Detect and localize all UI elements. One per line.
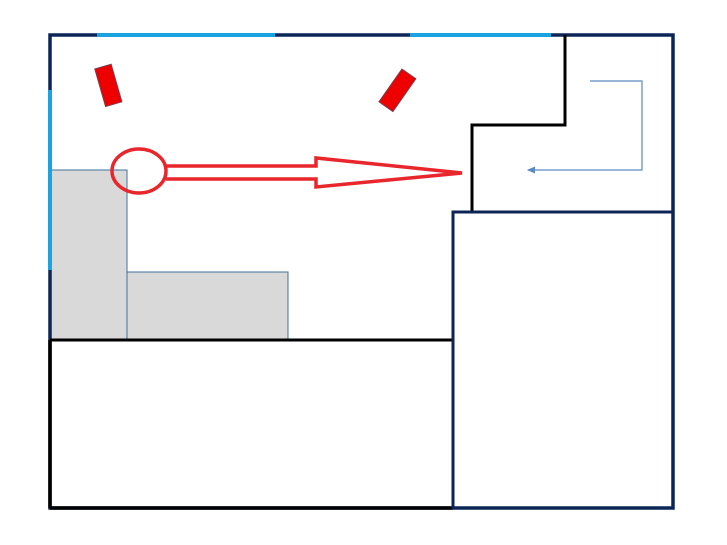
inner-wall-step xyxy=(470,35,567,212)
room-lower-right xyxy=(451,210,675,510)
flow-arrow xyxy=(526,80,643,174)
counter-vertical xyxy=(49,169,128,341)
counter-horizontal xyxy=(126,271,289,341)
red-marker-right xyxy=(378,68,417,113)
highlight-circle xyxy=(110,147,168,195)
red-marker-left xyxy=(94,63,123,108)
red-direction-arrow xyxy=(166,156,463,189)
